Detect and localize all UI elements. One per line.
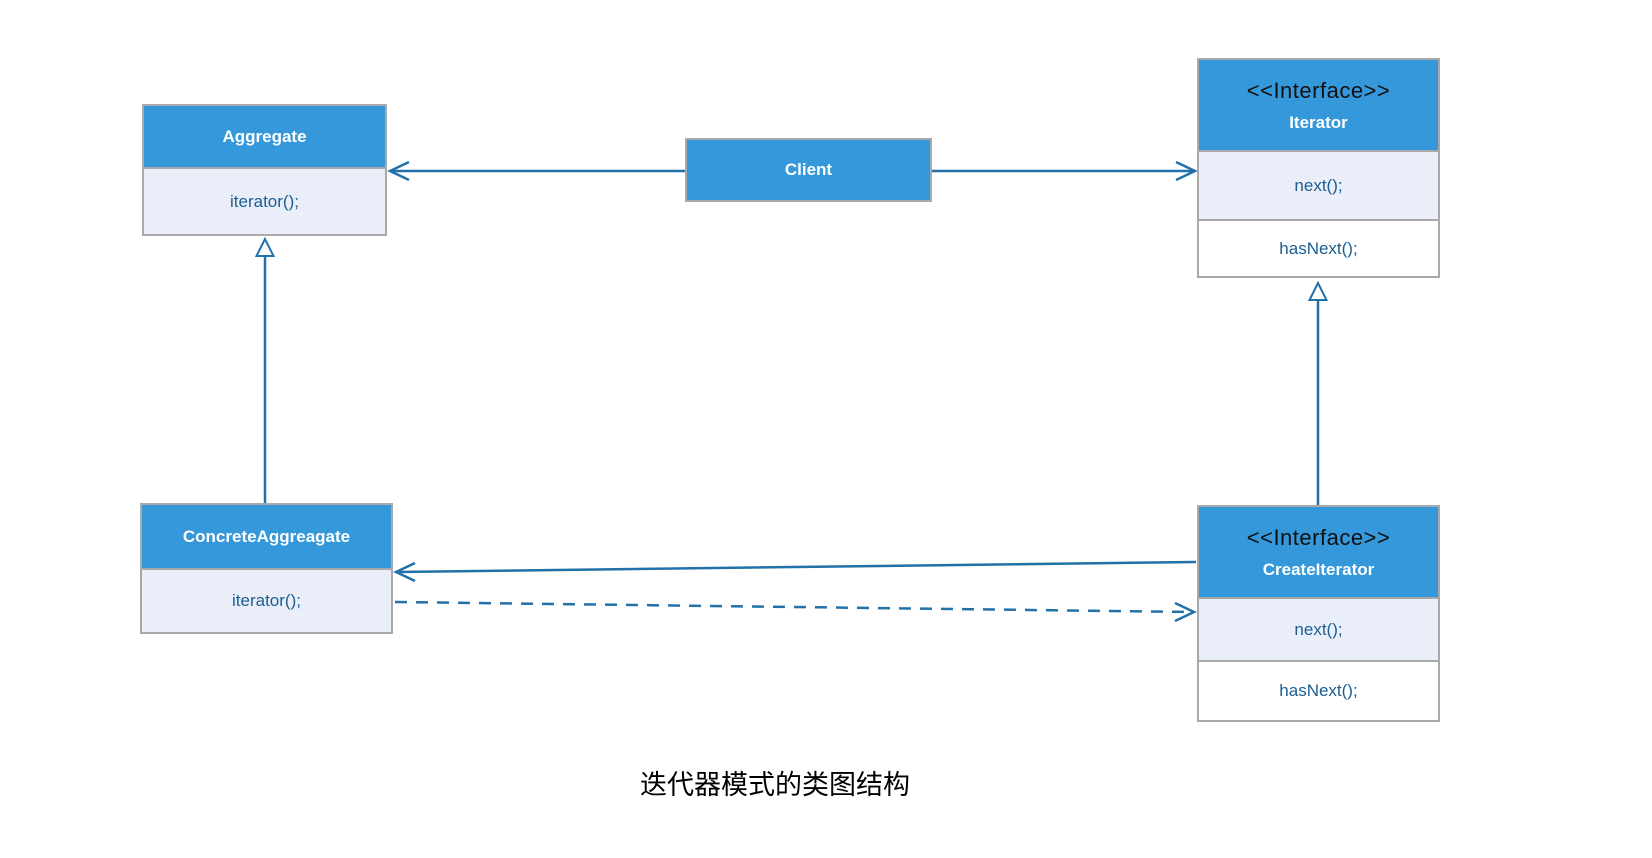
class-box-concreteaggreagate: ConcreteAggreagate iterator(); — [140, 503, 393, 634]
method-label: next(); — [1294, 619, 1343, 639]
class-header-concreteaggreagate: ConcreteAggreagate — [142, 505, 391, 568]
method-row-concreteaggreagate-iterator: iterator(); — [142, 568, 391, 632]
association-arrow-createiterator-to-concreteaggreagate — [393, 560, 1197, 583]
generalization-arrow-concreteaggreagate-to-aggregate — [254, 236, 276, 503]
class-name-iterator: Iterator — [1289, 112, 1348, 132]
method-row-createiterator-next: next(); — [1199, 597, 1438, 660]
stereotype-label-createiterator: <<Interface>> — [1246, 524, 1391, 550]
method-label: iterator(); — [232, 591, 301, 610]
diagram-caption: 迭代器模式的类图结构 — [640, 770, 910, 800]
class-header-createiterator: <<Interface>> CreateIterator — [1199, 507, 1438, 597]
class-header-aggregate: Aggregate — [144, 106, 385, 167]
class-box-client: Client — [685, 138, 932, 202]
stereotype-label-iterator: <<Interface>> — [1246, 77, 1391, 103]
method-row-aggregate-iterator: iterator(); — [144, 167, 385, 234]
method-label: hasNext(); — [1279, 238, 1358, 258]
dependency-dashed-arrow-concreteaggreagate-to-createiterator — [394, 600, 1197, 623]
method-label: next(); — [1294, 175, 1343, 195]
class-header-iterator: <<Interface>> Iterator — [1199, 60, 1438, 150]
class-name-concreteaggreagate: ConcreteAggreagate — [182, 526, 351, 546]
association-arrow-client-to-iterator — [932, 160, 1198, 182]
association-arrow-client-to-aggregate — [387, 160, 685, 182]
method-row-iterator-hasnext: hasNext(); — [1199, 219, 1438, 276]
method-label: hasNext(); — [1279, 681, 1358, 700]
class-box-createiterator: <<Interface>> CreateIterator next(); has… — [1197, 505, 1440, 722]
method-row-createiterator-hasnext: hasNext(); — [1199, 660, 1438, 720]
class-box-iterator: <<Interface>> Iterator next(); hasNext()… — [1197, 58, 1440, 278]
class-box-aggregate: Aggregate iterator(); — [142, 104, 387, 236]
class-name-client: Client — [784, 160, 833, 179]
class-name-aggregate: Aggregate — [222, 126, 307, 146]
class-name-createiterator: CreateIterator — [1262, 559, 1375, 579]
method-row-iterator-next: next(); — [1199, 150, 1438, 219]
generalization-arrow-createiterator-to-iterator — [1307, 280, 1329, 505]
class-header-client: Client — [687, 140, 930, 200]
method-label: iterator(); — [230, 191, 299, 211]
